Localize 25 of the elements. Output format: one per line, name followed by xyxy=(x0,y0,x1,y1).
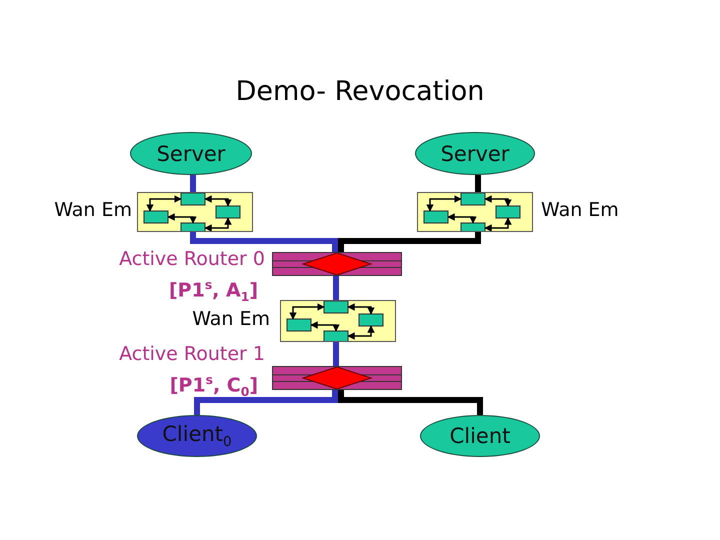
node-caption: [P1$^{s}$, C$_{0}$] xyxy=(170,372,258,402)
connection-line xyxy=(194,390,338,415)
wan-emulator-box xyxy=(137,192,253,232)
node-caption: Active Router 0 xyxy=(119,248,265,270)
connection-line xyxy=(475,175,481,192)
router-bar xyxy=(272,252,402,276)
node-label: Server xyxy=(156,142,226,166)
connection-line xyxy=(338,390,483,415)
router-bar xyxy=(272,366,402,390)
node-label: Client xyxy=(450,424,510,448)
node-caption: Active Router 1 xyxy=(119,343,265,365)
node-caption: [P1$^{s}$, A$_{1}$] xyxy=(168,277,258,306)
wan-emulator-box xyxy=(280,300,396,342)
diagram-title: Demo- Revocation xyxy=(234,76,486,107)
connection-line xyxy=(333,342,339,366)
node-caption: Wan Em xyxy=(192,308,270,330)
node-caption: Wan Em xyxy=(54,199,132,221)
connection-line xyxy=(190,175,196,192)
connection-line xyxy=(338,232,481,252)
connection-line xyxy=(333,276,339,300)
node-label: Server xyxy=(440,142,510,166)
node-caption: Wan Em xyxy=(541,199,619,221)
node-label: Client$_{0}$ xyxy=(162,422,232,450)
wan-emulator-box xyxy=(417,192,533,232)
connection-line xyxy=(190,232,338,252)
